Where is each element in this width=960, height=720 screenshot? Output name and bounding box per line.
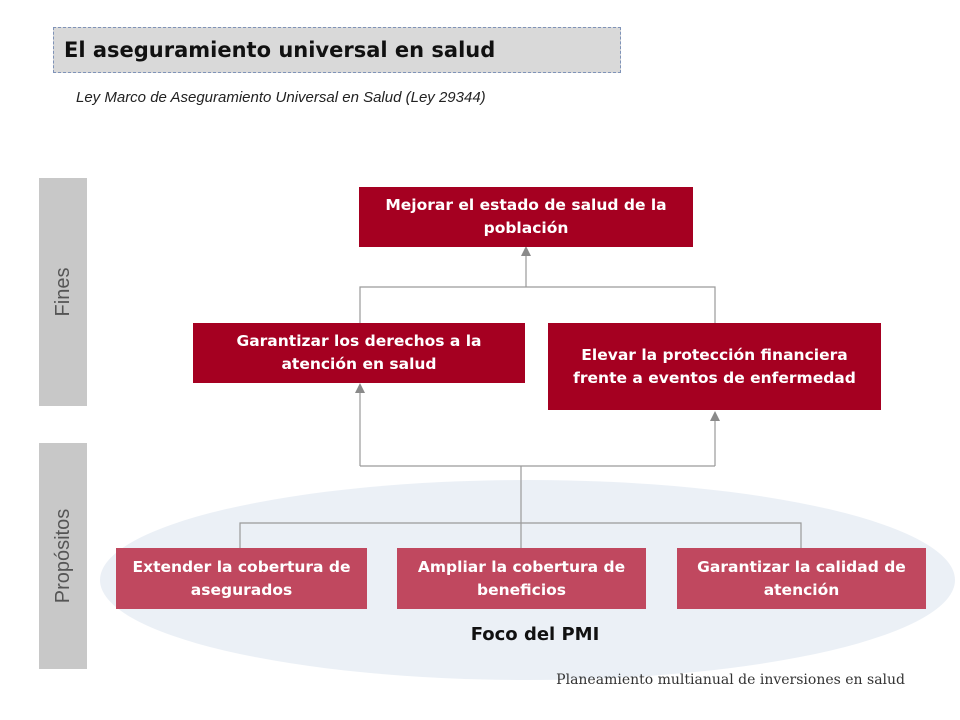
focus-label: Foco del PMI <box>470 624 600 645</box>
propositos-side-bar: Propósitos <box>39 443 87 669</box>
box-ampliar-cobertura: Ampliar la cobertura de beneficios <box>397 548 646 609</box>
box-proteccion-financiera: Elevar la protección financiera frente a… <box>548 323 881 410</box>
connector-mid-left-up <box>359 286 716 323</box>
box-garantizar-calidad: Garantizar la calidad de atención <box>677 548 926 609</box>
fines-side-bar: Fines <box>39 178 87 406</box>
footer-text: Planeamiento multianual de inversiones e… <box>556 672 905 688</box>
box-mejorar-salud: Mejorar el estado de salud de la poblaci… <box>359 187 693 247</box>
arrowhead-top <box>521 246 531 256</box>
title-box: El aseguramiento universal en salud <box>53 27 621 73</box>
box-extender-cobertura: Extender la cobertura de asegurados <box>116 548 367 609</box>
page-subtitle: Ley Marco de Aseguramiento Universal en … <box>76 89 486 106</box>
page-title: El aseguramiento universal en salud <box>64 38 496 62</box>
arrowhead-mid-left <box>355 383 365 393</box>
box-garantizar-derechos: Garantizar los derechos a la atención en… <box>193 323 525 383</box>
arrowhead-mid-right <box>710 411 720 421</box>
